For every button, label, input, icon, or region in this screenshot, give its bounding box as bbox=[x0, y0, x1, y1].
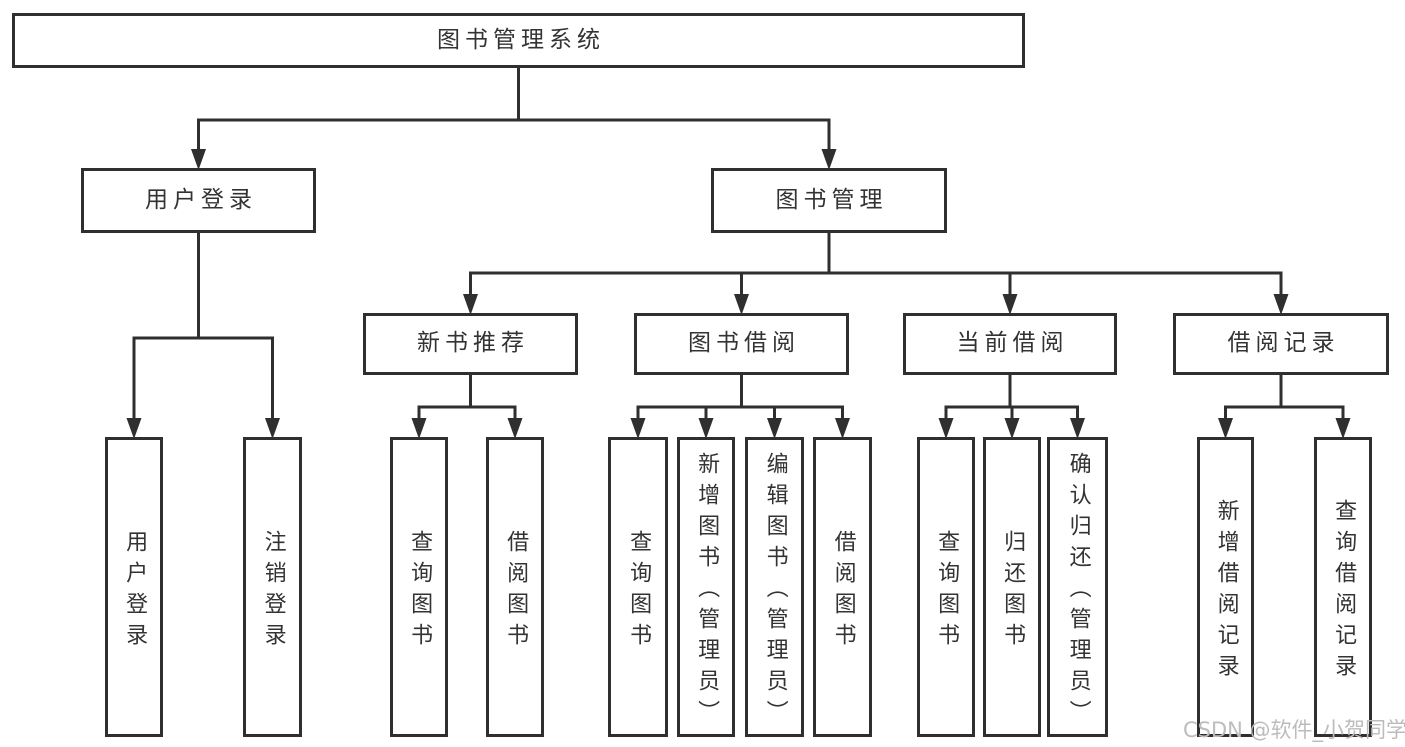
node-leaf-edit-book: 编辑图书（管理员） bbox=[745, 437, 804, 737]
node-leaf-query-book-1: 查询图书 bbox=[390, 437, 448, 737]
node-book-borrow: 图书借阅 bbox=[634, 313, 849, 375]
node-leaf-logout: 注销登录 bbox=[243, 437, 302, 737]
arrowhead-icon bbox=[265, 418, 280, 439]
arrowhead-icon bbox=[734, 294, 749, 315]
node-leaf-confirm-return: 确认归还（管理员） bbox=[1047, 437, 1108, 737]
arrowhead-icon bbox=[1004, 418, 1020, 439]
arrowhead-icon bbox=[835, 418, 850, 439]
arrowhead-icon bbox=[767, 418, 782, 439]
node-leaf-query-book-3: 查询图书 bbox=[917, 437, 975, 737]
arrowhead-icon bbox=[1218, 418, 1233, 439]
node-book-mgmt: 图书管理 bbox=[711, 168, 947, 233]
node-leaf-add-book: 新增图书（管理员） bbox=[677, 437, 735, 737]
node-leaf-query-borrow-rec: 查询借阅记录 bbox=[1314, 437, 1372, 737]
arrowhead-icon bbox=[191, 149, 206, 170]
node-leaf-borrow-book-1: 借阅图书 bbox=[486, 437, 544, 737]
arrowhead-icon bbox=[821, 149, 837, 170]
node-borrow-records: 借阅记录 bbox=[1173, 313, 1389, 375]
node-current-borrow: 当前借阅 bbox=[903, 313, 1117, 375]
arrowhead-icon bbox=[1335, 418, 1351, 439]
arrowhead-icon bbox=[1070, 418, 1085, 439]
arrowhead-icon bbox=[698, 418, 714, 439]
node-new-book-rec: 新书推荐 bbox=[363, 313, 578, 375]
node-user-login: 用户登录 bbox=[81, 168, 316, 233]
csdn-watermark: CSDN @软件_小贺同学 bbox=[1183, 718, 1405, 742]
arrowhead-icon bbox=[463, 294, 478, 315]
arrowhead-icon bbox=[411, 418, 427, 439]
node-leaf-query-book-2: 查询图书 bbox=[608, 437, 668, 737]
arrowhead-icon bbox=[630, 418, 646, 439]
node-leaf-user-login: 用户登录 bbox=[105, 437, 163, 737]
node-leaf-borrow-book-2: 借阅图书 bbox=[813, 437, 872, 737]
arrowhead-icon bbox=[126, 418, 142, 439]
node-leaf-add-borrow-rec: 新增借阅记录 bbox=[1197, 437, 1254, 737]
arrowhead-icon bbox=[507, 418, 523, 439]
arrowhead-icon bbox=[1002, 294, 1018, 315]
arrowhead-icon bbox=[938, 418, 954, 439]
arrowhead-icon bbox=[1273, 294, 1289, 315]
node-root: 图书管理系统 bbox=[12, 13, 1025, 68]
node-leaf-return-book: 归还图书 bbox=[983, 437, 1041, 737]
